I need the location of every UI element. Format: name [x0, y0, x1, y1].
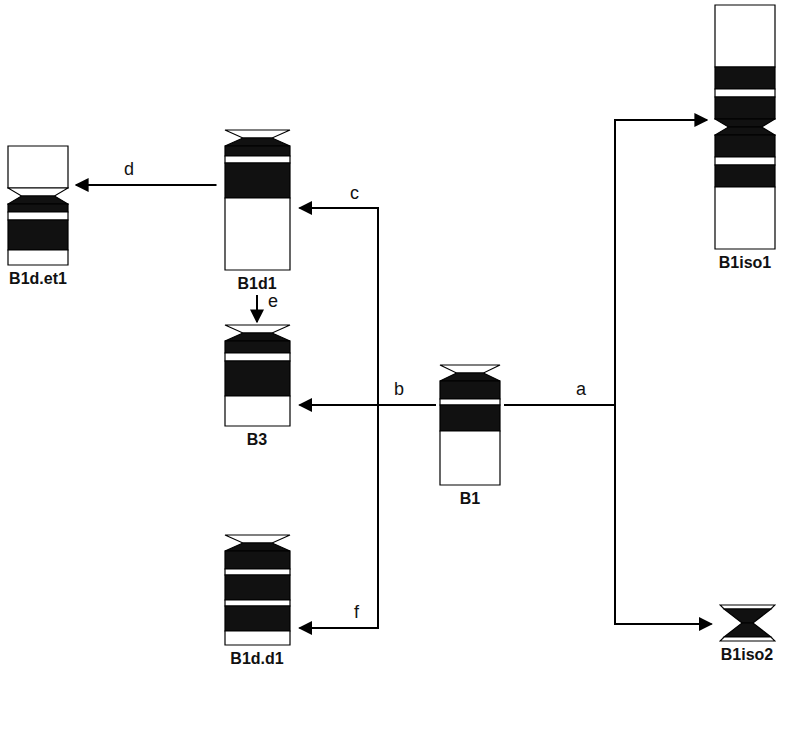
chromosome-label: B1d.et1 [4, 270, 72, 288]
derivation-arrow [504, 120, 707, 405]
chromosome-label: B1iso2 [716, 646, 779, 664]
chromosome-figure [719, 604, 776, 642]
chromosome-band [440, 381, 500, 399]
chromosome-label: B3 [221, 431, 294, 449]
derivation-arrow [300, 405, 437, 628]
chromosome-band [440, 399, 500, 405]
chromosome-band [715, 67, 775, 89]
chromosome-node: B1d.d1 [221, 534, 294, 668]
chromosome-node: B1d.et1 [4, 145, 72, 288]
chromosome-band [225, 575, 290, 600]
chromosome-band [8, 146, 68, 188]
chromosome-band [225, 341, 290, 353]
chromosome-band [225, 198, 290, 270]
derivation-arrow [256, 295, 258, 322]
chromosome-band [440, 373, 500, 381]
chromosome-band [715, 97, 775, 119]
chromosome-band [715, 89, 775, 97]
chromosome-band [8, 250, 68, 265]
chromosome-figure [224, 324, 291, 427]
derivation-arrow [504, 405, 712, 624]
chromosome-band [8, 188, 68, 196]
chromosome-label: B1 [436, 490, 504, 508]
chromosome-band [225, 138, 290, 146]
derivation-arrow [76, 184, 217, 186]
chromosome-label: B1d1 [221, 275, 294, 293]
chromosome-band [225, 551, 290, 569]
chromosome-band [225, 325, 290, 333]
chromosome-band [8, 212, 68, 220]
chromosome-band [225, 569, 290, 575]
chromosome-figure [224, 534, 291, 646]
chromosome-figure [714, 4, 776, 250]
chromosome-band [225, 130, 290, 138]
chromosome-band [440, 405, 500, 431]
step-letter: f [352, 603, 361, 621]
chromosome-band [8, 220, 68, 250]
chromosome-band [225, 396, 290, 426]
step-letter: a [574, 380, 588, 398]
chromosome-figure [224, 129, 291, 271]
chromosome-band [225, 146, 290, 156]
step-letter: c [348, 184, 361, 202]
chromosome-band [715, 135, 775, 157]
chromosome-band [715, 5, 775, 67]
chromosome-band [225, 156, 290, 163]
chromosome-band [225, 361, 290, 396]
chromosome-band [225, 535, 290, 543]
chromosome-band [720, 637, 775, 641]
chromosome-band [225, 353, 290, 361]
chromosome-figure [7, 145, 69, 266]
chromosome-band [715, 157, 775, 165]
step-letter: e [266, 292, 280, 310]
chromosome-node: B1iso1 [711, 4, 779, 272]
derivation-arrow [300, 208, 437, 405]
chromosome-node: B1 [436, 364, 504, 508]
chromosome-figure [439, 364, 501, 486]
chromosome-label: B1iso1 [711, 254, 779, 272]
chromosome-band [715, 119, 775, 127]
chromosome-band [225, 606, 290, 631]
chromosome-label: B1d.d1 [221, 650, 294, 668]
chromosome-band [8, 204, 68, 212]
chromosome-node: B3 [221, 324, 294, 449]
chromosome-band [225, 631, 290, 645]
chromosome-band [440, 365, 500, 373]
chromosome-band [225, 163, 290, 198]
chromosome-band [225, 333, 290, 341]
chromosome-band [715, 127, 775, 135]
chromosome-node: B1iso2 [716, 604, 779, 664]
step-letter: b [392, 380, 406, 398]
chromosome-node: B1d1 [221, 129, 294, 293]
chromosome-band [8, 196, 68, 204]
chromosome-band [440, 431, 500, 485]
step-letter: d [122, 160, 136, 178]
chromosome-band [715, 165, 775, 187]
chromosome-band [225, 543, 290, 551]
chromosome-band [724, 623, 771, 637]
chromosome-band [225, 600, 290, 606]
chromosome-band [724, 609, 771, 623]
chromosome-band [715, 187, 775, 249]
